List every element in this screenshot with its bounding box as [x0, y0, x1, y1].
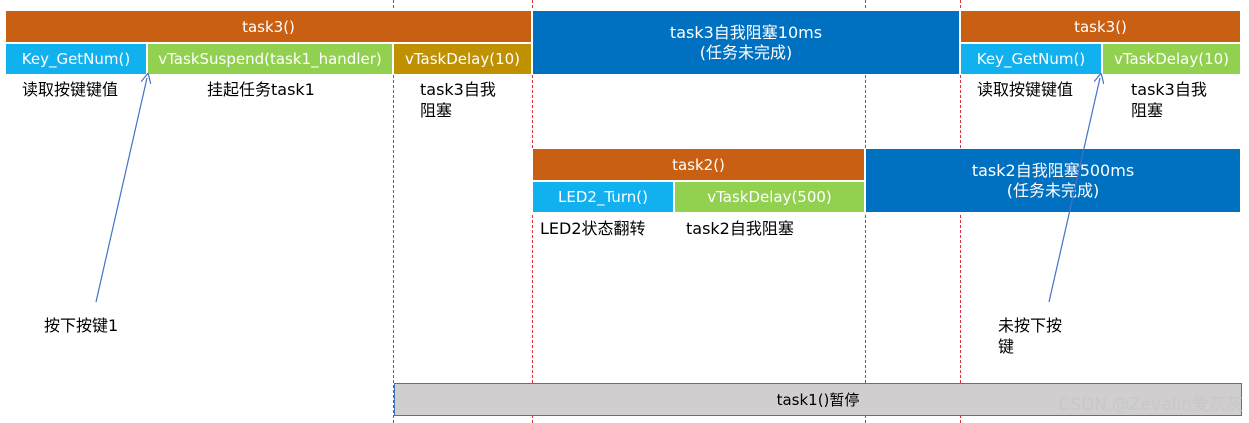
task2-blocked-block: task2自我阻塞500ms (任务未完成): [865, 148, 1241, 213]
key-getnum-block-a: Key_GetNum(): [5, 43, 147, 75]
label-read-key-a: 读取按键键值: [22, 80, 119, 99]
time-divider-1: [393, 0, 394, 423]
task2-header: task2(): [532, 148, 865, 181]
label-suspend-task1: 挂起任务task1: [207, 80, 315, 99]
label-read-key-b: 读取按键键值: [977, 80, 1074, 99]
vtaskdelay-block-a: vTaskDelay(10): [393, 43, 532, 75]
task3-header-a: task3(): [5, 10, 532, 43]
label-key-not-pressed: 未按下按 键: [998, 316, 1063, 356]
vtaskdelay-block-b: vTaskDelay(10): [1102, 43, 1241, 75]
arrow-key-pressed: [95, 78, 147, 303]
vtaskdelay-500-block: vTaskDelay(500): [674, 181, 865, 213]
label-key-pressed: 按下按键1: [44, 316, 119, 335]
task3-header-b: task3(): [960, 10, 1241, 43]
vtasksuspend-block: vTaskSuspend(task1_handler): [147, 43, 393, 75]
arrow-key-not-pressed: [1048, 78, 1100, 303]
task1-paused-block: task1()暂停: [394, 383, 1242, 416]
key-getnum-block-b: Key_GetNum(): [960, 43, 1102, 75]
label-task3-self-block-b: task3自我 阻塞: [1131, 80, 1207, 120]
label-task3-self-block-a: task3自我 阻塞: [420, 80, 496, 120]
watermark: CSDN @Zevalin爱灰灰: [1058, 395, 1243, 415]
led2-turn-block: LED2_Turn(): [532, 181, 674, 213]
task3-blocked-block: task3自我阻塞10ms (任务未完成): [532, 10, 960, 75]
label-led2-toggle: LED2状态翻转: [540, 219, 646, 238]
label-task2-self-block: task2自我阻塞: [686, 219, 794, 238]
